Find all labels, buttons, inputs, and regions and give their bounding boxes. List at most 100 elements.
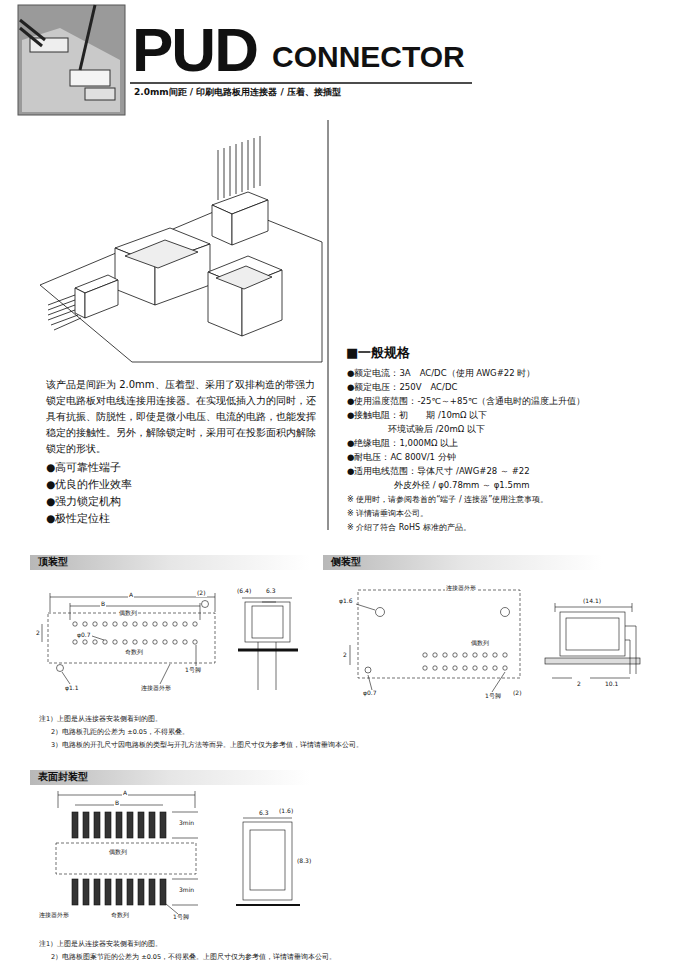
feature-item: ●强力锁定机构 (45, 495, 122, 507)
drawing-line (218, 150, 219, 200)
drawing-line (62, 672, 70, 684)
drawing-circle (503, 653, 507, 657)
row-label: 奇数列 (124, 649, 144, 656)
drawing-line (276, 642, 277, 690)
row-label: 偶数列 (108, 849, 128, 856)
spec-heading: ■一般规格 (345, 346, 411, 361)
drawing-polygon (40, 205, 322, 362)
drawing-line (555, 607, 632, 608)
drawing-circle (133, 640, 137, 644)
spec-note: ※ 介绍了符合 RoHS 标准的产品。 (346, 523, 472, 532)
drawing-polyline (625, 640, 630, 674)
spec-line: ●额定电流：3A AC/DC（使用 AWG#22 时） (346, 369, 536, 379)
drawing-circle (163, 640, 167, 644)
outline-label: 连接器外形 (38, 912, 70, 919)
dimension-label: (2) (196, 590, 207, 597)
spec-line: ●耐电压：AC 800V/1 分钟 (346, 453, 457, 463)
drawing-circle (463, 653, 467, 657)
drawing-line (242, 142, 243, 192)
drawing-line (242, 598, 292, 599)
surface-mount-footprint (56, 791, 300, 914)
feature-item: ●极性定位柱 (45, 512, 111, 524)
footnote: 2）电路板图案节距的公差为 ±0.05，不得累叠。上图尺寸仅为参考值，详情请垂询… (50, 954, 337, 961)
drawing-polygon (125, 240, 198, 268)
drawing-line (172, 812, 198, 813)
drawing-line (590, 678, 630, 679)
drawing-circle (143, 622, 147, 626)
drawing-circle (202, 601, 209, 608)
drawing-rect (252, 606, 283, 638)
dimension-label: φ0.7 (362, 690, 378, 697)
drawing-circle (123, 622, 127, 626)
drawing-rect (560, 612, 625, 656)
drawing-line (552, 678, 572, 679)
section-heading-bars (30, 555, 603, 785)
column-divider (328, 120, 329, 530)
spec-line: ●使用温度范围：-25℃～+85℃（含通电时的温度上升值） (346, 397, 586, 407)
dimension-label: 2 (35, 630, 41, 637)
feature-item: ●高可靠性端子 (45, 461, 122, 473)
drawing-line (70, 603, 71, 620)
dimension-label: A (122, 790, 128, 797)
drawing-rect (85, 88, 115, 100)
drawing-line (80, 5, 95, 70)
section-heading: 表面封装型 (38, 771, 88, 783)
dimension-label: φ1.6 (338, 598, 354, 605)
drawing-circle (123, 640, 127, 644)
drawing-circle (423, 666, 427, 670)
outline-label: 连接器外形 (445, 585, 477, 592)
drawing-rect (72, 879, 78, 905)
drawing-circle (453, 653, 457, 657)
drawing-rect (30, 770, 310, 785)
drawing-rect (160, 879, 166, 905)
drawing-circle (83, 622, 87, 626)
drawing-g (72, 812, 166, 905)
drawing-circle (453, 666, 457, 670)
spec-line: ●适用电线范围：导体尺寸 /AWG#28 ～ #22 (346, 467, 531, 477)
description: 该产品是间距为 2.0mm、压着型、采用了双排构造的带强力锁定电路板对电线连接用… (45, 377, 323, 457)
dimension-label: A (128, 592, 134, 599)
drawing-line (368, 675, 372, 690)
drawing-line (92, 636, 104, 640)
drawing-rect (72, 812, 78, 838)
drawing-rect (323, 555, 603, 570)
drawing-circle (423, 653, 427, 657)
dimension-label: 6.3 (258, 810, 270, 817)
drawing-line (262, 602, 276, 603)
drawing-line (236, 144, 237, 194)
row-label: 奇数列 (110, 912, 130, 919)
drawing-rect (127, 879, 133, 905)
drawing-line (350, 645, 351, 665)
drawing-circle (57, 665, 64, 672)
dimension-label: (1.6) (278, 808, 294, 815)
drawing-rect (358, 590, 520, 678)
drawing-circle (493, 666, 497, 670)
drawing-rect (116, 879, 122, 905)
footnote: 注1）上图是从连接器安装侧看到的图。 (38, 941, 163, 948)
row-label: 偶数列 (118, 610, 138, 617)
outline-label: 连接器外形 (140, 685, 172, 692)
drawing-line (555, 603, 556, 612)
drawing-line (632, 603, 633, 612)
drawing-line (42, 624, 43, 642)
drawing-rect (127, 812, 133, 838)
drawing-line (48, 300, 75, 310)
footnote: 注1）上图是从连接器安装侧看到的图。 (38, 716, 163, 723)
drawing-circle (73, 622, 77, 626)
drawing-polygon (75, 288, 85, 318)
drawing-circle (133, 622, 137, 626)
drawing-circle (483, 653, 487, 657)
drawing-circle (103, 640, 107, 644)
spec-line: 外皮外径 / φ0.78mm ～ φ1.5mm (393, 481, 530, 491)
drawing-line (54, 318, 81, 330)
drawing-rect (160, 812, 166, 838)
drawing-circle (376, 608, 385, 617)
drawing-line (224, 148, 225, 198)
drawing-line (50, 593, 51, 612)
drawing-circle (143, 640, 147, 644)
drawing-line (48, 305, 75, 315)
drawing-circle (443, 666, 447, 670)
drawing-rect (30, 555, 310, 570)
drawing-rect (243, 822, 292, 900)
drawing-line (166, 904, 178, 914)
